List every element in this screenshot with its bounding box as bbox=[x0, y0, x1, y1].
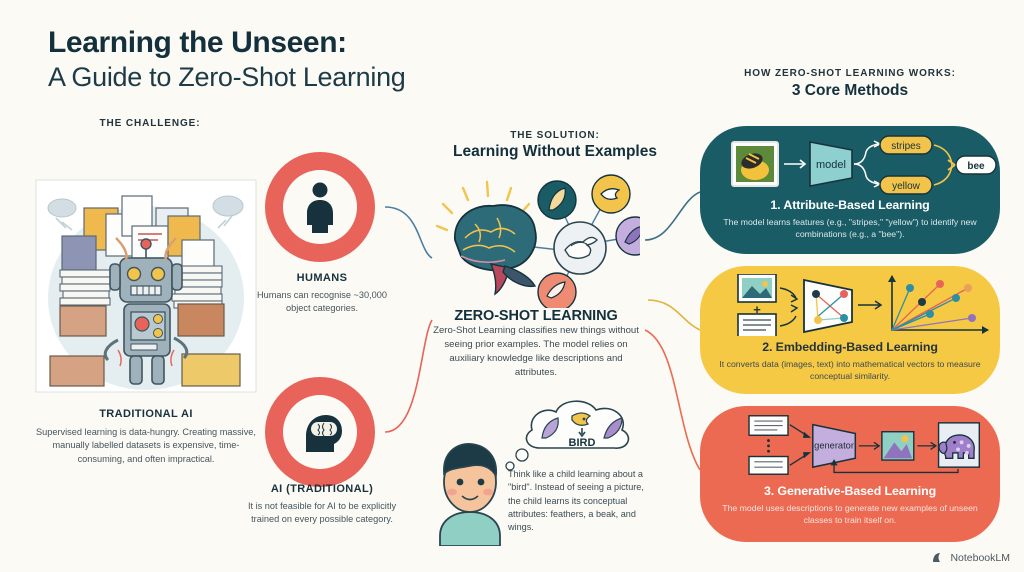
ai-body: It is not feasible for AI to be explicit… bbox=[247, 501, 397, 525]
title-line-2: A Guide to Zero-Shot Learning bbox=[48, 61, 406, 92]
card-1-body: The model learns features (e.g., "stripe… bbox=[723, 217, 977, 240]
methods-title: 3 Core Methods bbox=[791, 82, 909, 99]
svg-text:bee: bee bbox=[967, 161, 985, 172]
overwhelmed-robot-illustration bbox=[35, 179, 257, 393]
person-icon bbox=[307, 182, 333, 233]
brain-attribute-network-illustration bbox=[435, 174, 640, 308]
method-card-attribute-based: model stripes yellow bee 1. Attribute-Ba… bbox=[700, 126, 1000, 254]
watermark-label: NotebookLM bbox=[950, 551, 1010, 564]
ai-block: AI (TRADITIONAL) It is not feasible for … bbox=[240, 483, 404, 527]
traditional-ai-body: Supervised learning is data-hungry. Crea… bbox=[36, 427, 256, 464]
svg-text:BIRD: BIRD bbox=[569, 437, 596, 449]
attribute-based-diagram: model stripes yellow bee bbox=[731, 135, 997, 195]
solution-kicker: THE SOLUTION: bbox=[510, 130, 600, 141]
title-line-1: Learning the Unseen: bbox=[48, 26, 347, 59]
traditional-ai-title: TRADITIONAL AI bbox=[99, 408, 193, 420]
ai-badge-inner bbox=[283, 395, 357, 469]
card-2-body: It converts data (images, text) into mat… bbox=[719, 359, 981, 382]
method-card-generative-based: generator 3. Generative-Based Learning T… bbox=[700, 406, 1000, 542]
card-1-title: 1. Attribute-Based Learning bbox=[770, 198, 930, 212]
method-card-embedding-based: + bbox=[700, 266, 1000, 394]
svg-text:yellow: yellow bbox=[892, 181, 921, 192]
humans-body: Humans can recognise ~30,000 object cate… bbox=[257, 290, 387, 314]
svg-text:generator: generator bbox=[814, 441, 854, 451]
methods-kicker: HOW ZERO-SHOT LEARNING WORKS: bbox=[744, 68, 956, 79]
ai-title: AI (TRADITIONAL) bbox=[270, 483, 374, 495]
humans-badge-inner bbox=[283, 170, 357, 244]
embedding-based-diagram: + bbox=[737, 274, 989, 336]
ai-badge bbox=[265, 377, 375, 487]
card-3-title: 3. Generative-Based Learning bbox=[763, 484, 937, 498]
child-illustration bbox=[439, 443, 501, 546]
svg-text:stripes: stripes bbox=[891, 141, 920, 152]
thought-bubble-bird: BIRD bbox=[505, 400, 630, 471]
svg-text:+: + bbox=[753, 302, 761, 317]
challenge-kicker: THE CHALLENGE: bbox=[99, 118, 201, 129]
card-3-body: The model uses descriptions to generate … bbox=[722, 503, 978, 526]
solution-title: Learning Without Examples bbox=[453, 143, 657, 160]
generative-based-diagram: generator bbox=[748, 415, 981, 475]
humans-title: HUMANS bbox=[296, 272, 348, 284]
notebooklm-logo-icon bbox=[933, 553, 941, 562]
watermark: NotebookLM bbox=[932, 551, 1010, 564]
zsl-body: Zero-Shot Learning classifies new things… bbox=[433, 325, 639, 378]
zsl-title: ZERO-SHOT LEARNING bbox=[454, 308, 618, 324]
page-title: Learning the Unseen: A Guide to Zero-Sho… bbox=[48, 26, 668, 93]
child-analogy-text: Think like a child learning about a "bir… bbox=[508, 469, 644, 533]
humans-block: HUMANS Humans can recognise ~30,000 obje… bbox=[248, 272, 396, 316]
card-2-title: 2. Embedding-Based Learning bbox=[762, 340, 938, 354]
svg-text:model: model bbox=[816, 159, 846, 171]
traditional-ai-block: TRADITIONAL AI Supervised learning is da… bbox=[30, 408, 262, 466]
head-with-brain-icon bbox=[306, 415, 342, 452]
humans-badge bbox=[265, 152, 375, 262]
zero-shot-learning-block: ZERO-SHOT LEARNING Zero-Shot Learning cl… bbox=[428, 308, 644, 380]
